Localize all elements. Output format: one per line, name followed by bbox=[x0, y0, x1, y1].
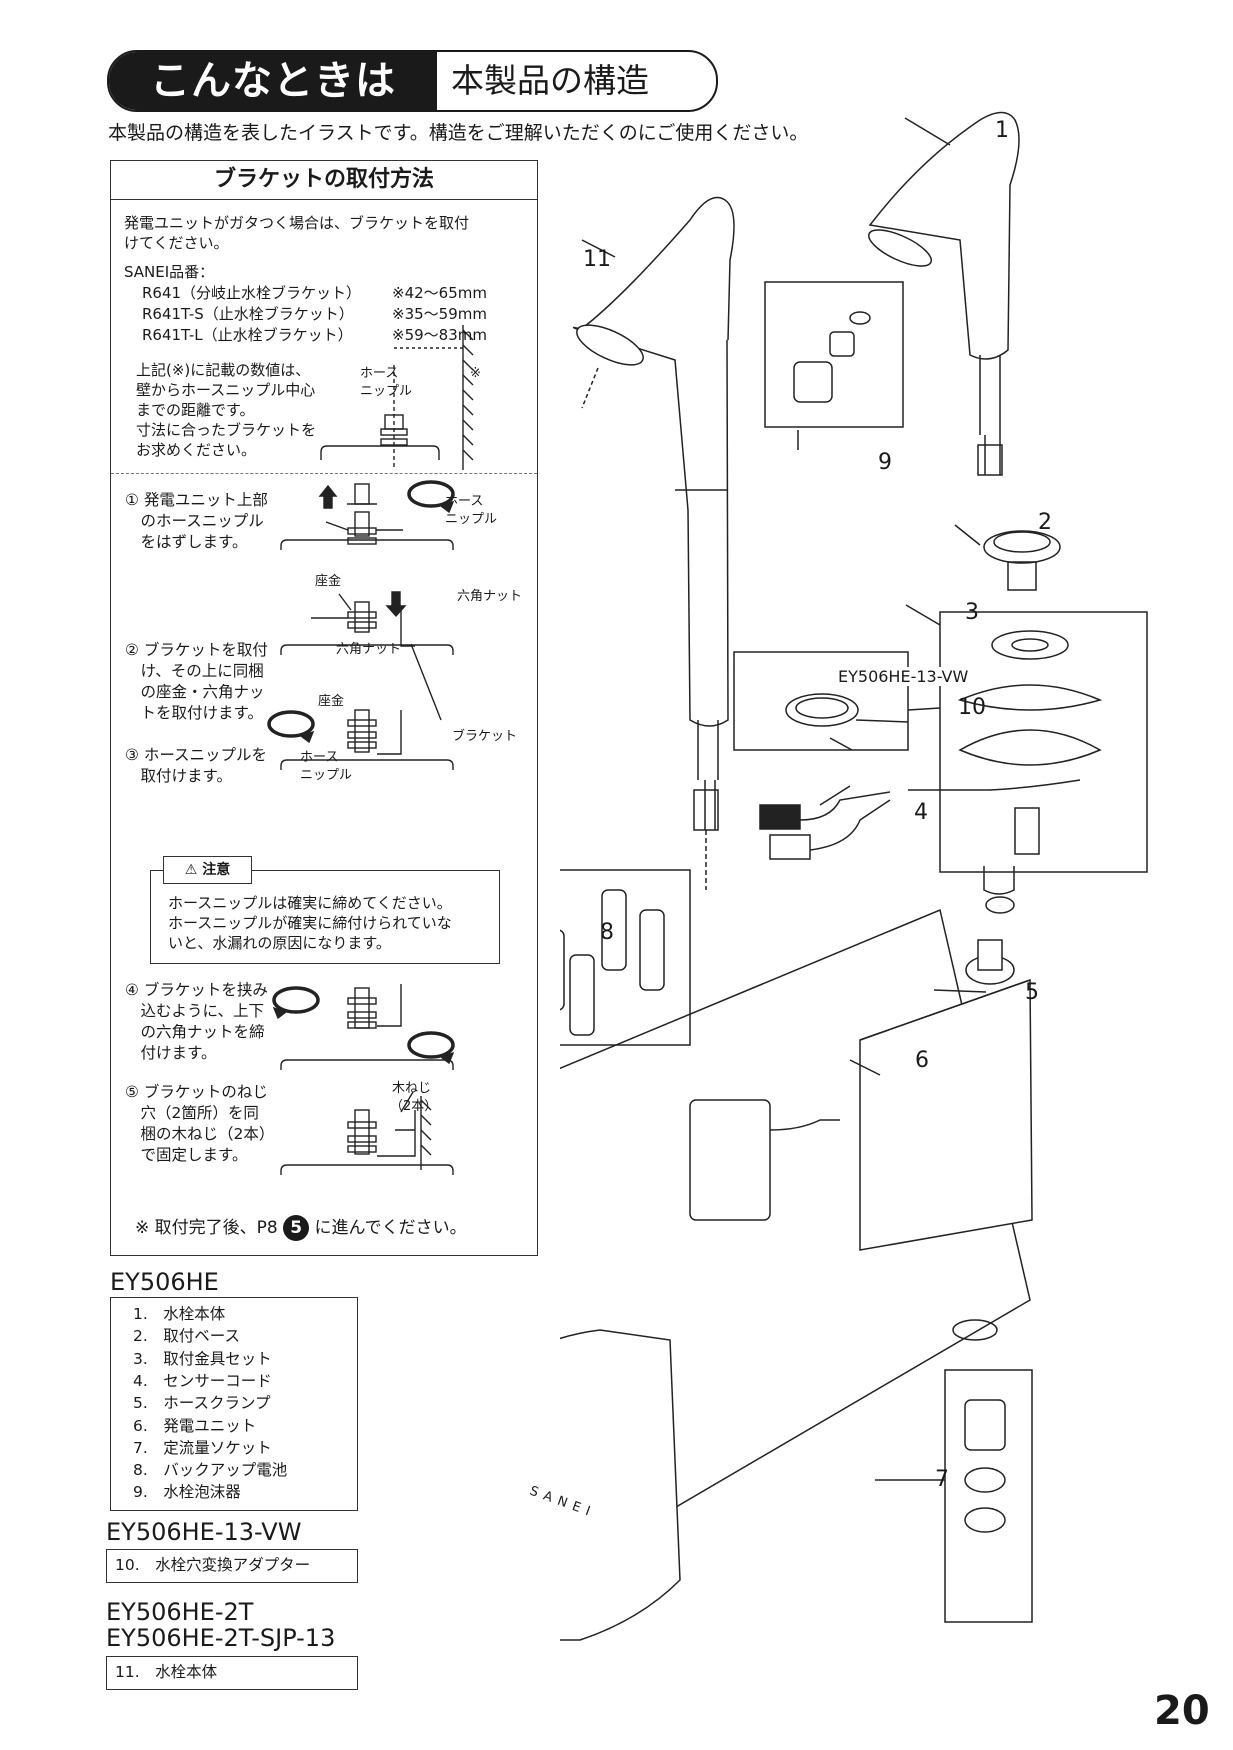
note-line-5: お求めください。 bbox=[136, 441, 257, 459]
header-title: 本製品の構造 bbox=[451, 61, 649, 100]
step-5-line-1: ⑤ ブラケットのねじ bbox=[125, 1083, 268, 1101]
callout-9: 9 bbox=[878, 450, 892, 475]
step-5-line-2: 穴（2箇所）を同 bbox=[125, 1104, 259, 1122]
caution-label: 注意 bbox=[202, 862, 231, 878]
model-name-3b: EY506HE-2T-SJP-13 bbox=[106, 1624, 336, 1652]
product-code-2: R641T-S（止水栓ブラケット） bbox=[142, 305, 354, 323]
bracket-illustrations bbox=[267, 325, 474, 1175]
callout-5: 5 bbox=[1025, 980, 1039, 1005]
step-3-line-2: 取付けます。 bbox=[125, 767, 232, 785]
bracket-desc-1: 発電ユニットがガタつく場合は、ブラケットを取付 bbox=[124, 214, 470, 232]
label-nipple: ニップル bbox=[360, 384, 413, 399]
caution-box bbox=[150, 870, 500, 964]
step1-label-washer: 座金 bbox=[315, 574, 342, 589]
model-name-3: EY506HE-2T bbox=[106, 1598, 254, 1626]
step1-label-hexnut: 六角ナット bbox=[457, 589, 523, 604]
product-code-3: R641T-L（止水栓ブラケット） bbox=[142, 326, 353, 344]
caution-line-3: いと、水漏れの原因になります。 bbox=[168, 934, 391, 952]
adapter-model-label: EY506HE-13-VW bbox=[834, 667, 973, 686]
step-2-line-2: け、その上に同梱 bbox=[125, 662, 264, 680]
step-2-line-4: トを取付けます。 bbox=[125, 704, 263, 722]
step-4-line-4: 付けます。 bbox=[125, 1044, 217, 1062]
parts-list-2 bbox=[106, 1549, 358, 1583]
product-code-1: R641（分岐止水栓ブラケット） bbox=[142, 284, 362, 302]
product-label: SANEI品番： bbox=[124, 263, 215, 281]
label-asterisk: ※ bbox=[470, 366, 481, 381]
step-3-line-1: ③ ホースニップルを bbox=[125, 746, 268, 764]
callout-6: 6 bbox=[915, 1048, 929, 1073]
model-name-2: EY506HE-13-VW bbox=[106, 1518, 302, 1546]
part-8: 8. バックアップ電池 bbox=[133, 1461, 288, 1479]
step-1-line-2: のホースニップル bbox=[125, 512, 264, 530]
part-9: 9. 水栓泡沫器 bbox=[133, 1483, 241, 1501]
header-category: こんなときは bbox=[109, 52, 437, 110]
step-2-line-3: の座金・六角ナッ bbox=[125, 683, 265, 701]
callout-11: 11 bbox=[583, 247, 611, 272]
step-4-line-2: 込むように、上下 bbox=[125, 1002, 265, 1020]
part-4: 4. センサーコード bbox=[133, 1372, 272, 1390]
model-name-1: EY506HE bbox=[110, 1268, 219, 1296]
step3-label-nipple: ニップル bbox=[300, 768, 353, 783]
callout-2: 2 bbox=[1038, 510, 1052, 535]
section-divider bbox=[111, 473, 537, 474]
exploded-diagram bbox=[560, 111, 1148, 1641]
label-hose: ホース bbox=[360, 366, 399, 381]
part-1: 1. 水栓本体 bbox=[133, 1305, 226, 1323]
part-2: 2. 取付ベース bbox=[133, 1327, 241, 1345]
bracket-title: ブラケットの取付方法 bbox=[111, 161, 537, 200]
page-number: 20 bbox=[1154, 1688, 1210, 1734]
note-line-2: 壁からホースニップル中心 bbox=[136, 381, 316, 399]
completion-note: ※ 取付完了後、P8 5 に進んでください。 bbox=[135, 1213, 467, 1241]
step-5-line-3: 梱の木ねじ（2本） bbox=[125, 1125, 275, 1143]
header-banner: こんなときは 本製品の構造 bbox=[107, 50, 718, 112]
callout-3: 3 bbox=[965, 600, 979, 625]
step3-label-hose: ホース bbox=[300, 750, 339, 765]
callout-10: 10 bbox=[958, 695, 986, 720]
parts-list-3 bbox=[106, 1656, 358, 1690]
part-5: 5. ホースクランプ bbox=[133, 1394, 271, 1412]
callout-1: 1 bbox=[995, 118, 1009, 143]
parts-list-1 bbox=[110, 1297, 358, 1511]
callout-4: 4 bbox=[914, 800, 928, 825]
step2-label-washer: 座金 bbox=[318, 694, 345, 709]
note-line-1: 上記(※)に記載の数値は、 bbox=[136, 361, 311, 379]
product-range-2: ※35～59mm bbox=[392, 305, 487, 323]
step-number-badge: 5 bbox=[283, 1215, 310, 1241]
part-10: 10. 水栓穴変換アダプター bbox=[115, 1556, 311, 1574]
caution-line-2: ホースニップルが確実に締付けられていな bbox=[168, 914, 452, 932]
callout-7: 7 bbox=[935, 1467, 949, 1492]
part-6: 6. 発電ユニット bbox=[133, 1417, 257, 1435]
step-1-line-1: ① 発電ユニット上部 bbox=[125, 491, 268, 509]
caution-line-1: ホースニップルは確実に締めてください。 bbox=[168, 894, 452, 912]
warning-triangle-icon: ⚠ bbox=[184, 862, 198, 878]
callout-8: 8 bbox=[600, 920, 614, 945]
step-4-line-1: ④ ブラケットを挟み bbox=[125, 981, 268, 999]
step1-label-hose: ホース bbox=[445, 494, 484, 509]
completion-after: に進んでください。 bbox=[314, 1218, 467, 1238]
note-line-4: 寸法に合ったブラケットを bbox=[136, 421, 317, 439]
step-5-line-4: で固定します。 bbox=[125, 1146, 248, 1164]
step2-label-hexnut: 六角ナット bbox=[336, 642, 402, 657]
bracket-desc-2: けてください。 bbox=[124, 234, 229, 252]
completion-before: ※ 取付完了後、P8 bbox=[135, 1218, 278, 1238]
step2-label-bracket: ブラケット bbox=[452, 729, 518, 744]
step5-label-woodscrew: 木ねじ bbox=[392, 1081, 432, 1096]
step1-label-nipple: ニップル bbox=[445, 512, 498, 527]
note-line-3: までの距離です。 bbox=[136, 401, 255, 419]
part-3: 3. 取付金具セット bbox=[133, 1350, 272, 1368]
part-11: 11. 水栓本体 bbox=[115, 1663, 218, 1681]
step-4-line-3: の六角ナットを締 bbox=[125, 1023, 265, 1041]
part-7: 7. 定流量ソケット bbox=[133, 1439, 272, 1457]
step-2-line-1: ② ブラケットを取付 bbox=[125, 641, 268, 659]
bracket-box: ブラケットの取付方法 bbox=[110, 160, 538, 1256]
caution-tag: ⚠ 注意 bbox=[163, 856, 252, 884]
product-range-1: ※42～65mm bbox=[392, 284, 487, 302]
step-1-line-3: をはずします。 bbox=[125, 533, 248, 551]
intro-text: 本製品の構造を表したイラストです。構造をご理解いただくのにご使用ください。 bbox=[108, 122, 809, 144]
